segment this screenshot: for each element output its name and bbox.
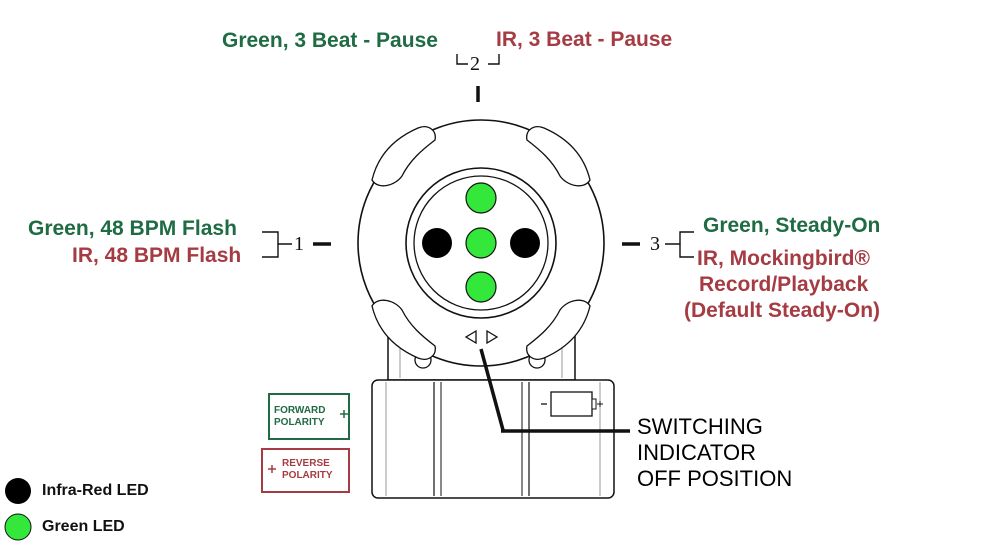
position-3-number: 3 <box>650 233 660 255</box>
reverse-polarity-box <box>261 448 350 493</box>
legend-green-dot <box>4 513 32 541</box>
position-2-bracket <box>456 54 500 65</box>
position-1-green-label: Green, 48 BPM Flash <box>28 217 237 240</box>
position-1-ir-label: IR, 48 BPM Flash <box>72 244 242 267</box>
arrow-right-icon <box>486 329 499 345</box>
position-1-number: 1 <box>294 233 304 255</box>
position-2-green-label: Green, 3 Beat - Pause <box>222 29 438 52</box>
switching-indicator-pointer <box>479 348 630 433</box>
position-2-ir-label: IR, 3 Beat - Pause <box>496 28 673 51</box>
grip-notches <box>371 126 591 360</box>
position-3-ir-line-3: (Default Steady-On) <box>684 299 881 322</box>
position-3-green-label: Green, Steady-On <box>703 214 881 237</box>
position-3-ir-line-2: Record/Playback <box>699 273 869 296</box>
ir-led-left <box>422 228 452 258</box>
position-3-ir-line-1: IR, Mockingbird® <box>697 247 870 270</box>
green-led-bottom <box>465 271 497 303</box>
legend-green-label: Green LED <box>42 518 125 535</box>
green-led-center <box>465 227 497 259</box>
battery-icon <box>541 391 603 417</box>
switching-indicator-line-1: SWITCHING <box>637 414 763 439</box>
switching-indicator-line-3: OFF POSITION <box>637 466 793 491</box>
forward-polarity-line-1: FORWARD <box>274 405 326 416</box>
reverse-polarity-line-2: POLARITY <box>282 470 333 481</box>
position-1-bracket <box>262 231 292 258</box>
switching-indicator-line-2: INDICATOR <box>637 440 756 465</box>
position-2-number: 2 <box>470 53 480 75</box>
ir-led-right <box>510 228 540 258</box>
green-led-top <box>465 182 497 214</box>
forward-polarity-line-2: POLARITY <box>274 417 325 428</box>
legend-infrared-label: Infra-Red LED <box>42 482 149 499</box>
reverse-polarity-line-1: REVERSE <box>282 458 330 469</box>
forward-polarity-box <box>268 393 350 440</box>
legend-ir-dot <box>5 478 31 504</box>
arrow-left-icon <box>464 329 477 345</box>
position-3-bracket <box>665 231 694 258</box>
